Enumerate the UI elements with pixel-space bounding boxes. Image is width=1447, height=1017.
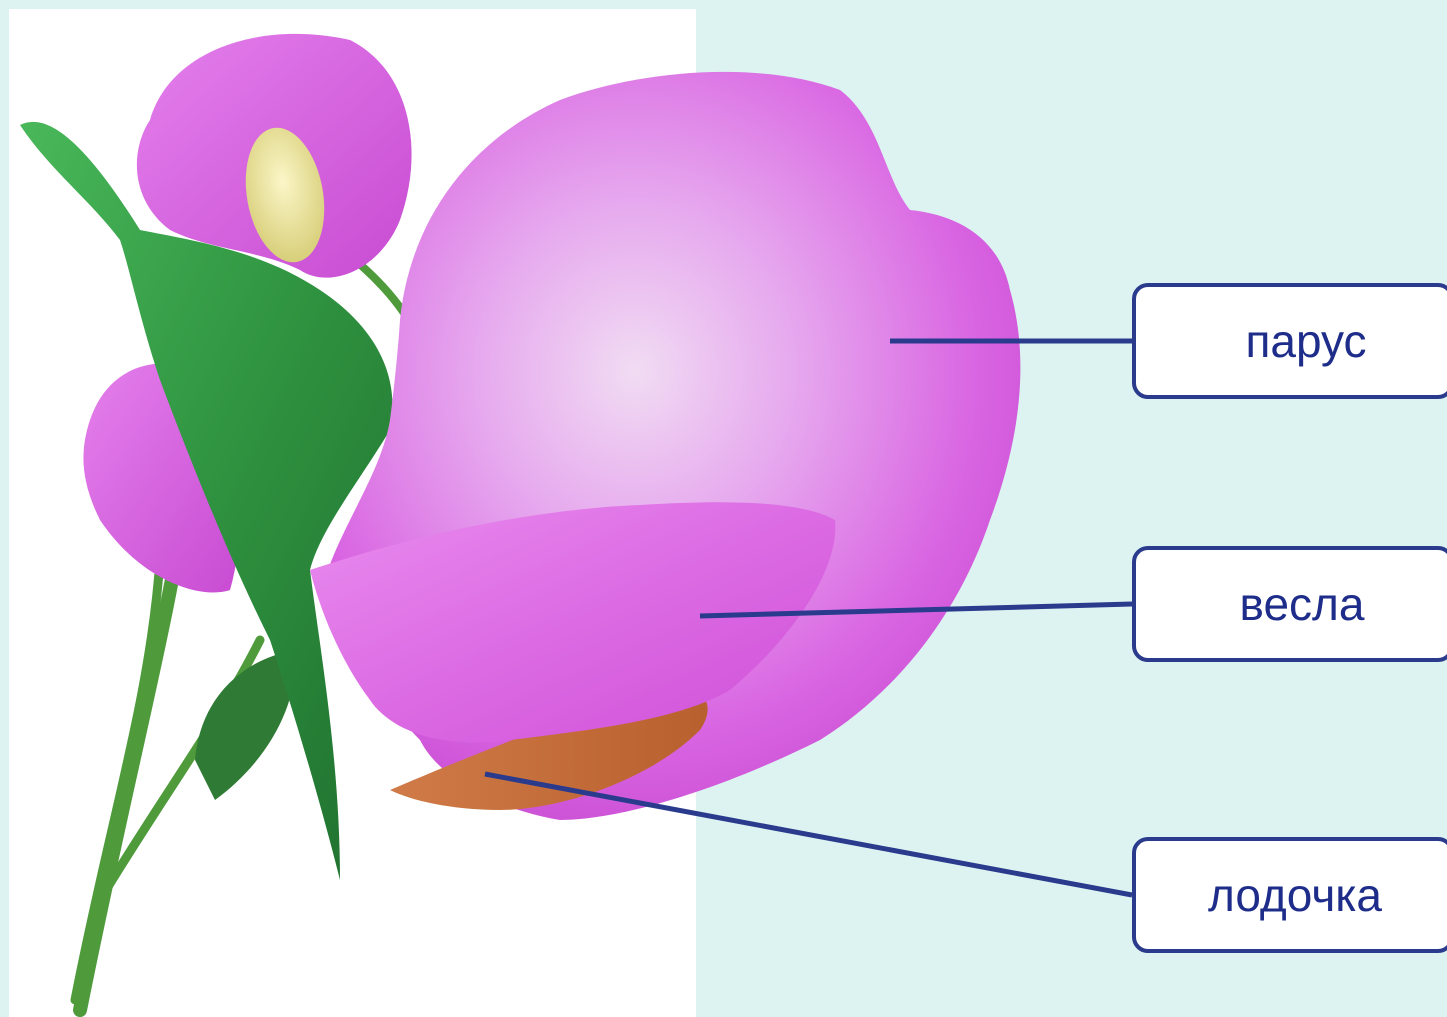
label-oars: весла <box>1132 546 1447 662</box>
label-sail: парус <box>1132 283 1447 399</box>
label-keel: лодочка <box>1132 837 1447 953</box>
label-oars-text: весла <box>1240 577 1365 631</box>
leaf <box>195 650 296 800</box>
label-sail-text: парус <box>1245 314 1366 368</box>
leader-line-keel <box>485 774 1132 895</box>
label-keel-text: лодочка <box>1208 868 1382 922</box>
